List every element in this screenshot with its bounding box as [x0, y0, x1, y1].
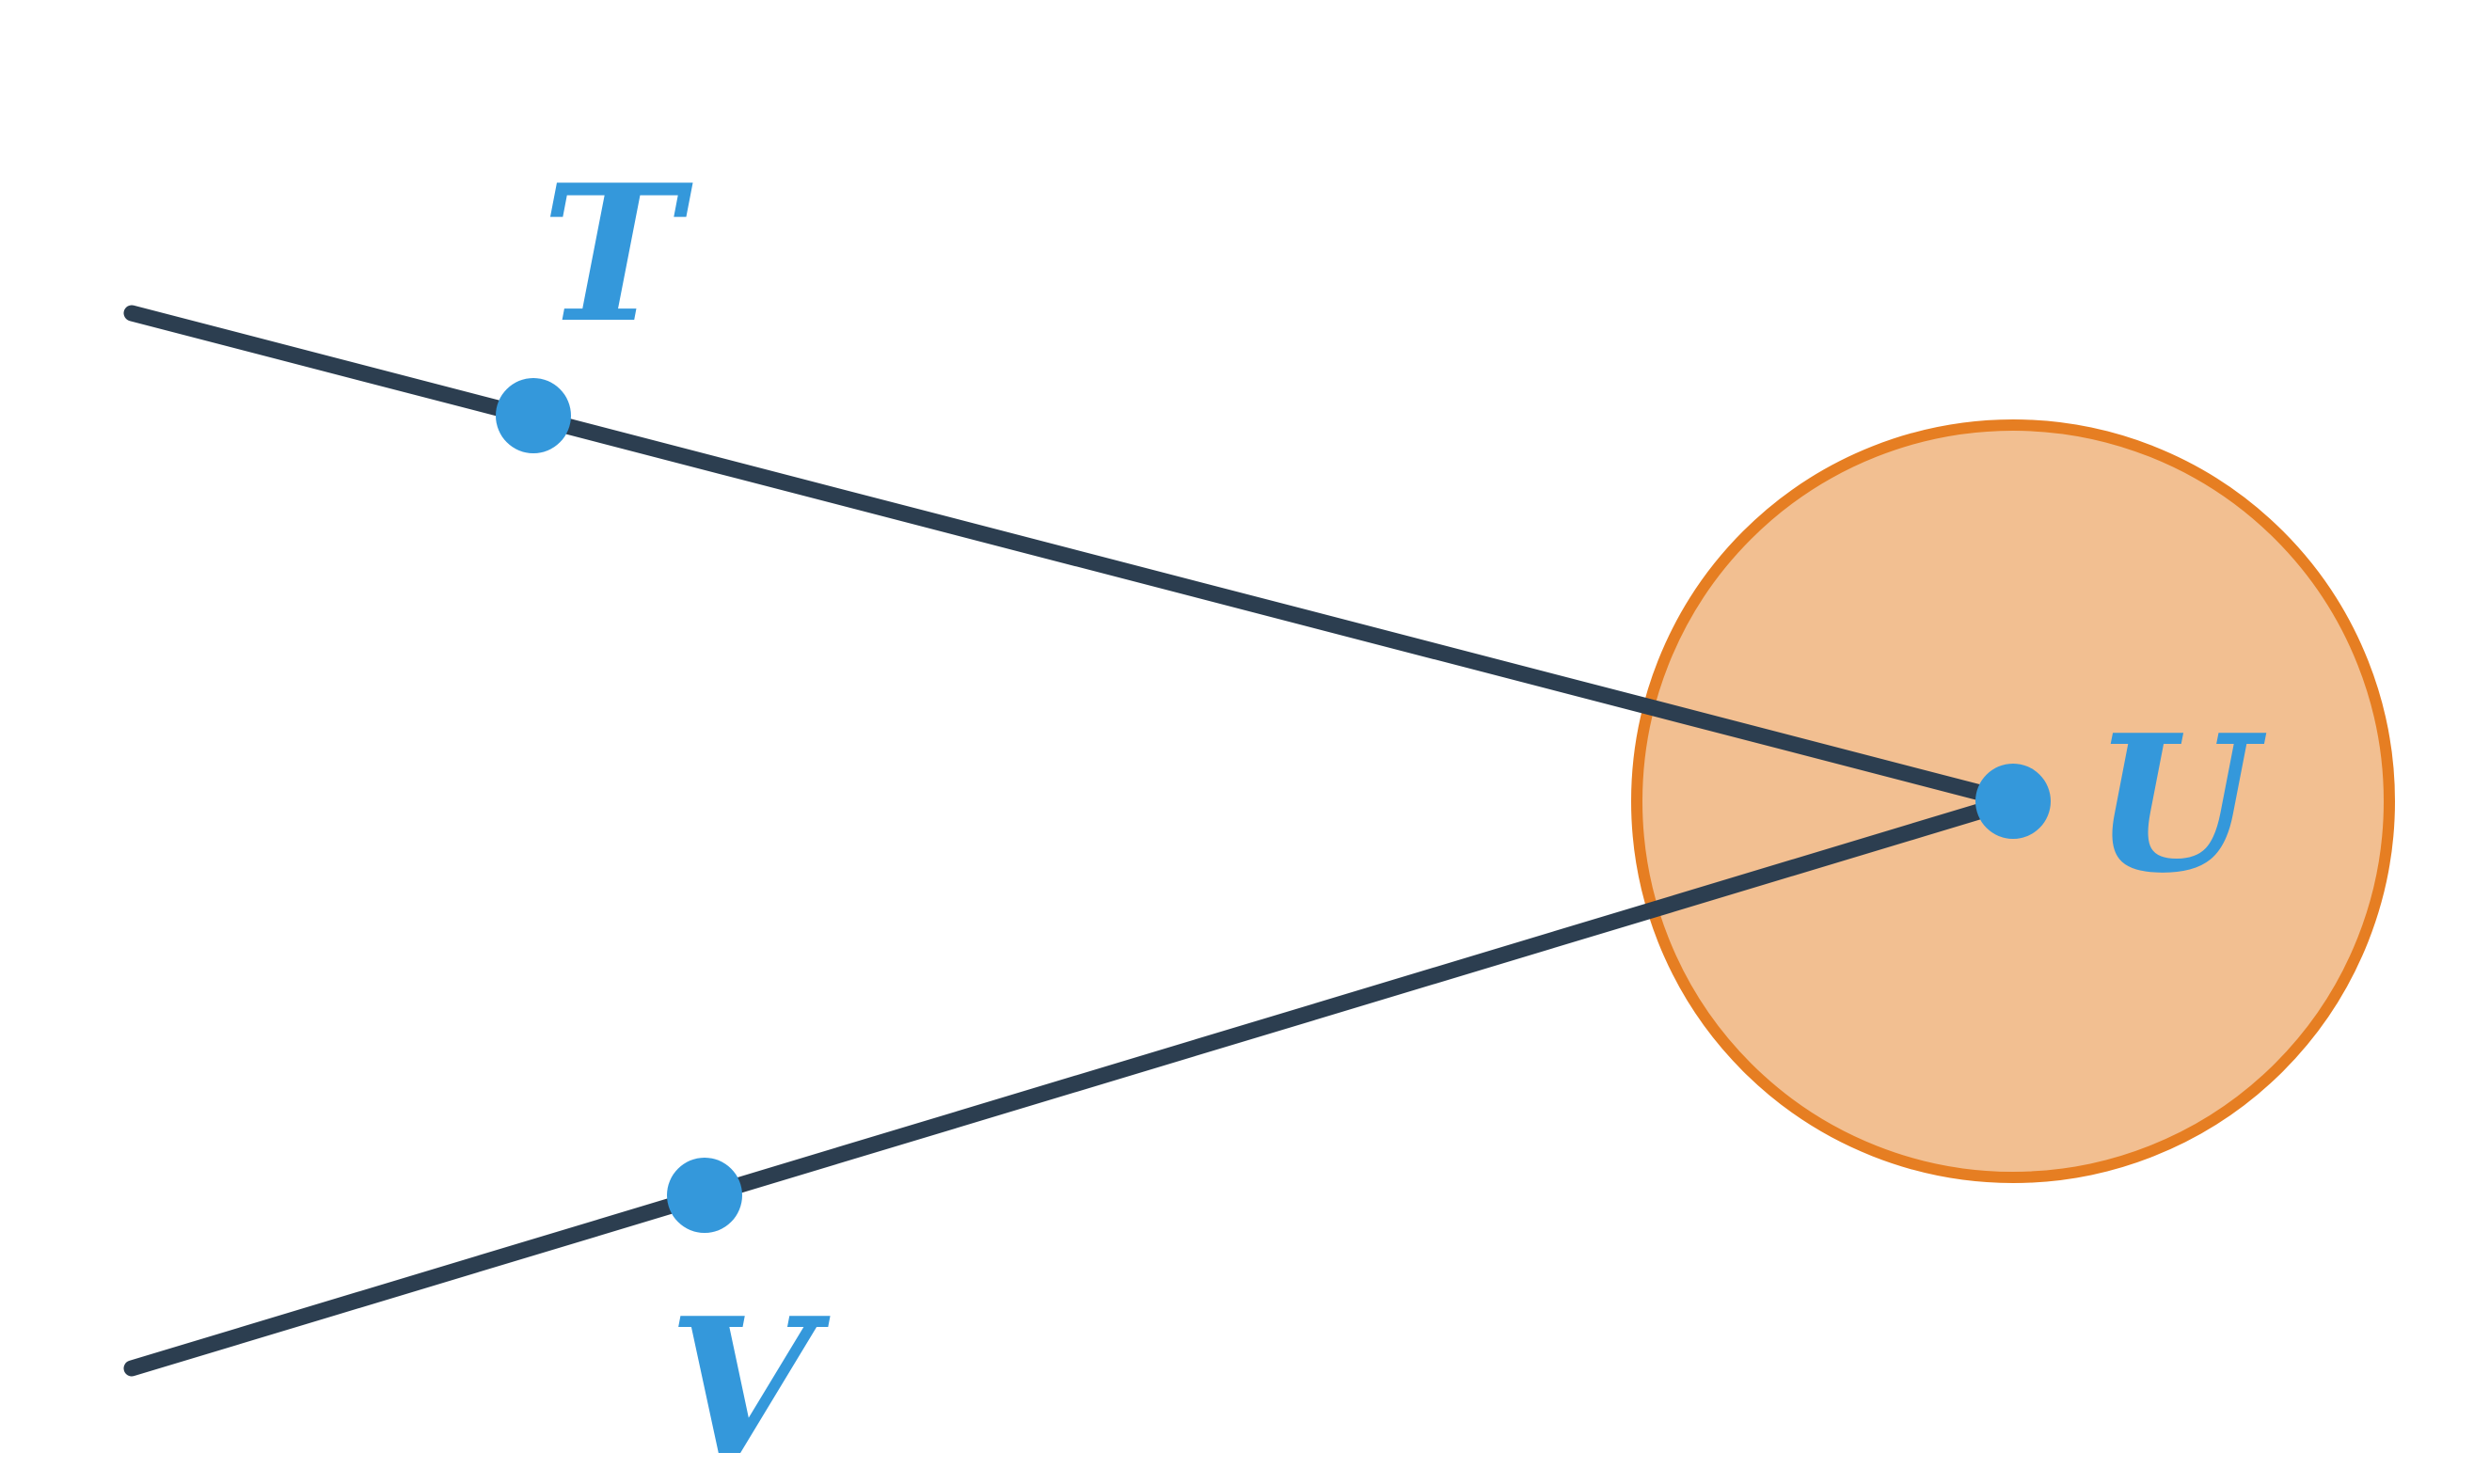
- point-T: [496, 378, 571, 453]
- point-V: [667, 1158, 742, 1233]
- point-U: [1975, 764, 2051, 839]
- label-V: V: [668, 1277, 831, 1484]
- label-T: T: [542, 144, 693, 365]
- ray-UV: [123, 793, 2022, 1377]
- ray-UT: [123, 305, 2022, 810]
- label-U: U: [2093, 694, 2267, 915]
